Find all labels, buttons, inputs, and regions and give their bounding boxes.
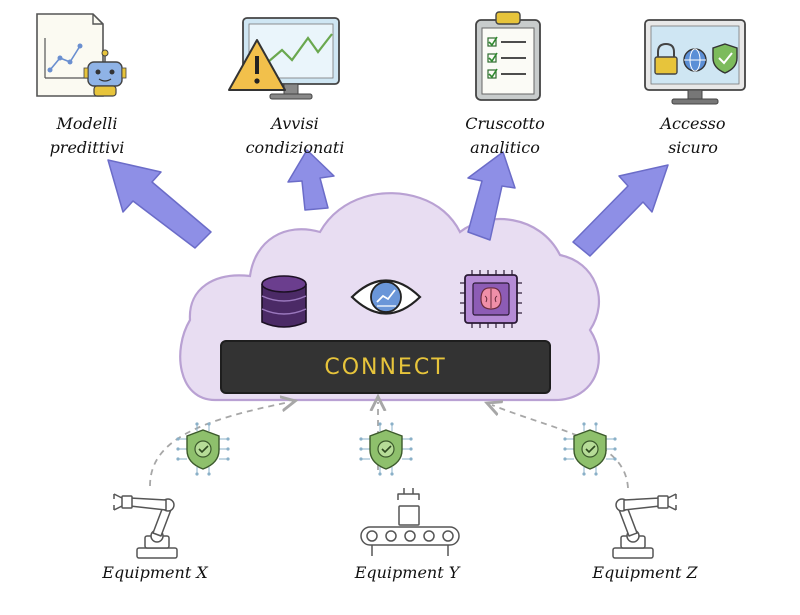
connect-platform-bar: CONNECT [220, 340, 551, 394]
label-accesso-sicuro: Accesso sicuro [628, 112, 758, 160]
equipment-label-x: Equipment X [102, 563, 208, 582]
dashed-connector-x [149, 402, 290, 487]
label-line-2: condizionati [245, 138, 345, 157]
ai-chip-icon [460, 270, 522, 328]
shield-icon-z [563, 422, 617, 476]
label-line-2: analitico [470, 138, 540, 157]
conveyor-icon-y [360, 488, 460, 556]
label-line-1: Modelli [56, 114, 118, 133]
clipboard-checklist-icon [475, 11, 541, 101]
dashed-connector-z [492, 405, 629, 489]
arrow-to-avvisi-condizionati [287, 149, 335, 211]
shield-icon-x [176, 422, 230, 476]
arrow-to-accesso-sicuro [572, 164, 669, 257]
label-line-2: predittivi [49, 138, 125, 157]
arrow-to-cruscotto-analitico [467, 151, 516, 241]
platform-name: CONNECT [324, 354, 447, 380]
arrow-to-modelli-predittivi [107, 159, 212, 249]
chart-robot-icon [36, 13, 127, 97]
label-line-2: sicuro [668, 138, 718, 157]
label-line-1: Avvisi [271, 114, 319, 133]
label-line-1: Accesso [660, 114, 726, 133]
equipment-label-y: Equipment Y [354, 563, 460, 582]
equipment-label-z: Equipment Z [592, 563, 698, 582]
database-icon [261, 275, 307, 328]
warning-monitor-icon [228, 17, 340, 100]
label-cruscotto-analitico: Cruscotto analitico [440, 112, 570, 160]
robot-arm-icon-z [612, 493, 677, 559]
eye-analytics-icon [350, 279, 422, 315]
robot-arm-icon-x [113, 493, 178, 559]
shield-icon-y [359, 422, 413, 476]
secure-monitor-icon [644, 19, 746, 105]
label-modelli-predittivi: Modelli predittivi [22, 112, 152, 160]
label-avvisi-condizionati: Avvisi condizionati [225, 112, 365, 160]
label-line-1: Cruscotto [465, 114, 545, 133]
